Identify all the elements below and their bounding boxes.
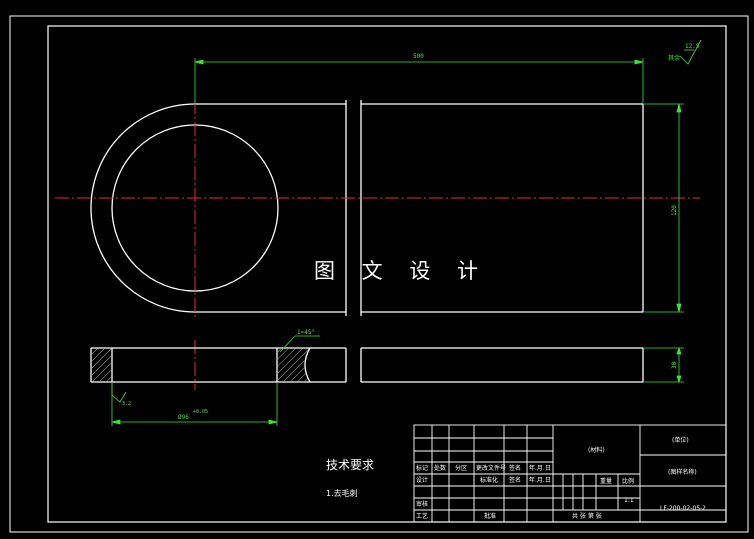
side-view [90, 347, 644, 383]
roughness-symbol [679, 39, 702, 65]
local-roughness [111, 382, 127, 403]
front-view [90, 100, 644, 316]
tb-row3-c0: 工艺 [416, 512, 428, 520]
tb-row1-c4: 签名 [509, 476, 521, 484]
outer-arc [90, 103, 196, 313]
tb-scale-label: 比例 [622, 477, 634, 485]
outer-frame [9, 15, 749, 533]
chamfer-label: 1×45° [297, 329, 315, 336]
dim-height-label: 120 [671, 205, 678, 216]
tb-scale: 1:1 [624, 497, 634, 504]
tb-row1-c5: 年.月.日 [529, 476, 551, 484]
tb-row0-c2: 分区 [455, 464, 467, 472]
dim-diameter-tolerance: +0.05 [193, 409, 208, 415]
hatch-right [278, 349, 309, 381]
tb-row0-c3: 更改文件号 [476, 464, 506, 472]
dim-thickness-label: 30 [671, 361, 678, 369]
title-block [413, 424, 727, 523]
tb-material: (材料) [588, 446, 605, 454]
local-roughness-value: 3.2 [122, 401, 131, 407]
tb-row3-c3: 批准 [484, 512, 496, 520]
tb-row0-c1: 处数 [434, 464, 446, 472]
roughness-rest-label: 其余 [668, 54, 680, 62]
tb-row1-c0: 设计 [416, 476, 428, 484]
tb-row1-c3: 标准化 [480, 476, 498, 484]
tb-project: (图样名称) [668, 468, 697, 476]
tech-req-title: 技术要求 [326, 458, 374, 472]
watermark-text: 图 文 设 计 [314, 259, 488, 283]
dim-length [194, 58, 644, 104]
dim-thickness [643, 346, 684, 384]
inner-frame [47, 25, 727, 523]
tb-weight-label: 重量 [600, 477, 612, 485]
dim-height [643, 103, 684, 313]
hatch-left [92, 349, 111, 381]
roughness-value: 12.5 [685, 43, 700, 50]
dim-diameter-label: Ø96 [178, 414, 189, 421]
dim-length-label: 500 [413, 53, 424, 60]
tb-row0-c4: 签名 [509, 464, 521, 472]
tb-drawing-no: LF-200-02-05-2 [660, 505, 706, 512]
tb-company: (单位) [672, 436, 689, 444]
tech-req-item-1: 1.去毛刺 [326, 488, 358, 498]
tb-row0-c5: 年.月.日 [529, 464, 551, 472]
tb-row2-c0: 审核 [416, 500, 428, 508]
centre-lines [55, 100, 700, 390]
chamfer-leader [279, 335, 320, 353]
tb-row0-c0: 标记 [416, 464, 428, 472]
tb-sheet-info: 共 张 第 张 [572, 512, 602, 520]
